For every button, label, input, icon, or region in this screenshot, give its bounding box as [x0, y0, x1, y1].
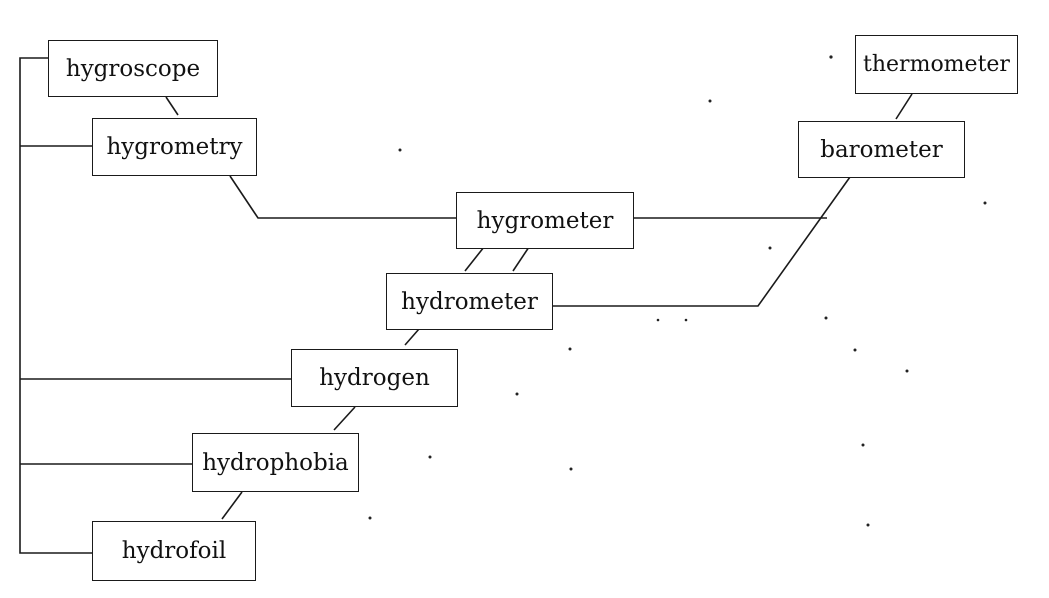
link-hydrogen-hydrophobia — [333, 406, 356, 431]
link-hygrometer-hydrometer-a — [464, 246, 485, 272]
link-hygroscope-hygrometry — [165, 96, 179, 116]
term-hydrofoil: hydrofoil — [92, 521, 256, 581]
link-hydrometer-barometer — [553, 176, 851, 307]
link-hydrometer-hydrogen — [404, 328, 420, 346]
link-hygrometry-hygrometer — [229, 175, 457, 219]
term-hygrometry: hygrometry — [92, 118, 257, 176]
term-hydrogen: hydrogen — [291, 349, 458, 407]
term-hygrometer: hygrometer — [456, 192, 634, 249]
term-barometer: barometer — [798, 121, 965, 178]
link-hygrometer-hydrometer-b — [512, 246, 530, 272]
term-hygroscope: hygroscope — [48, 40, 218, 97]
scan-specks — [368, 55, 987, 527]
link-hydrophobia-hydrofoil — [221, 491, 243, 520]
link-thermometer-barometer — [895, 93, 913, 120]
term-hydrophobia: hydrophobia — [192, 433, 359, 492]
bracket-spine — [19, 57, 92, 554]
term-thermometer: thermometer — [855, 35, 1018, 94]
term-hydrometer: hydrometer — [386, 273, 553, 330]
